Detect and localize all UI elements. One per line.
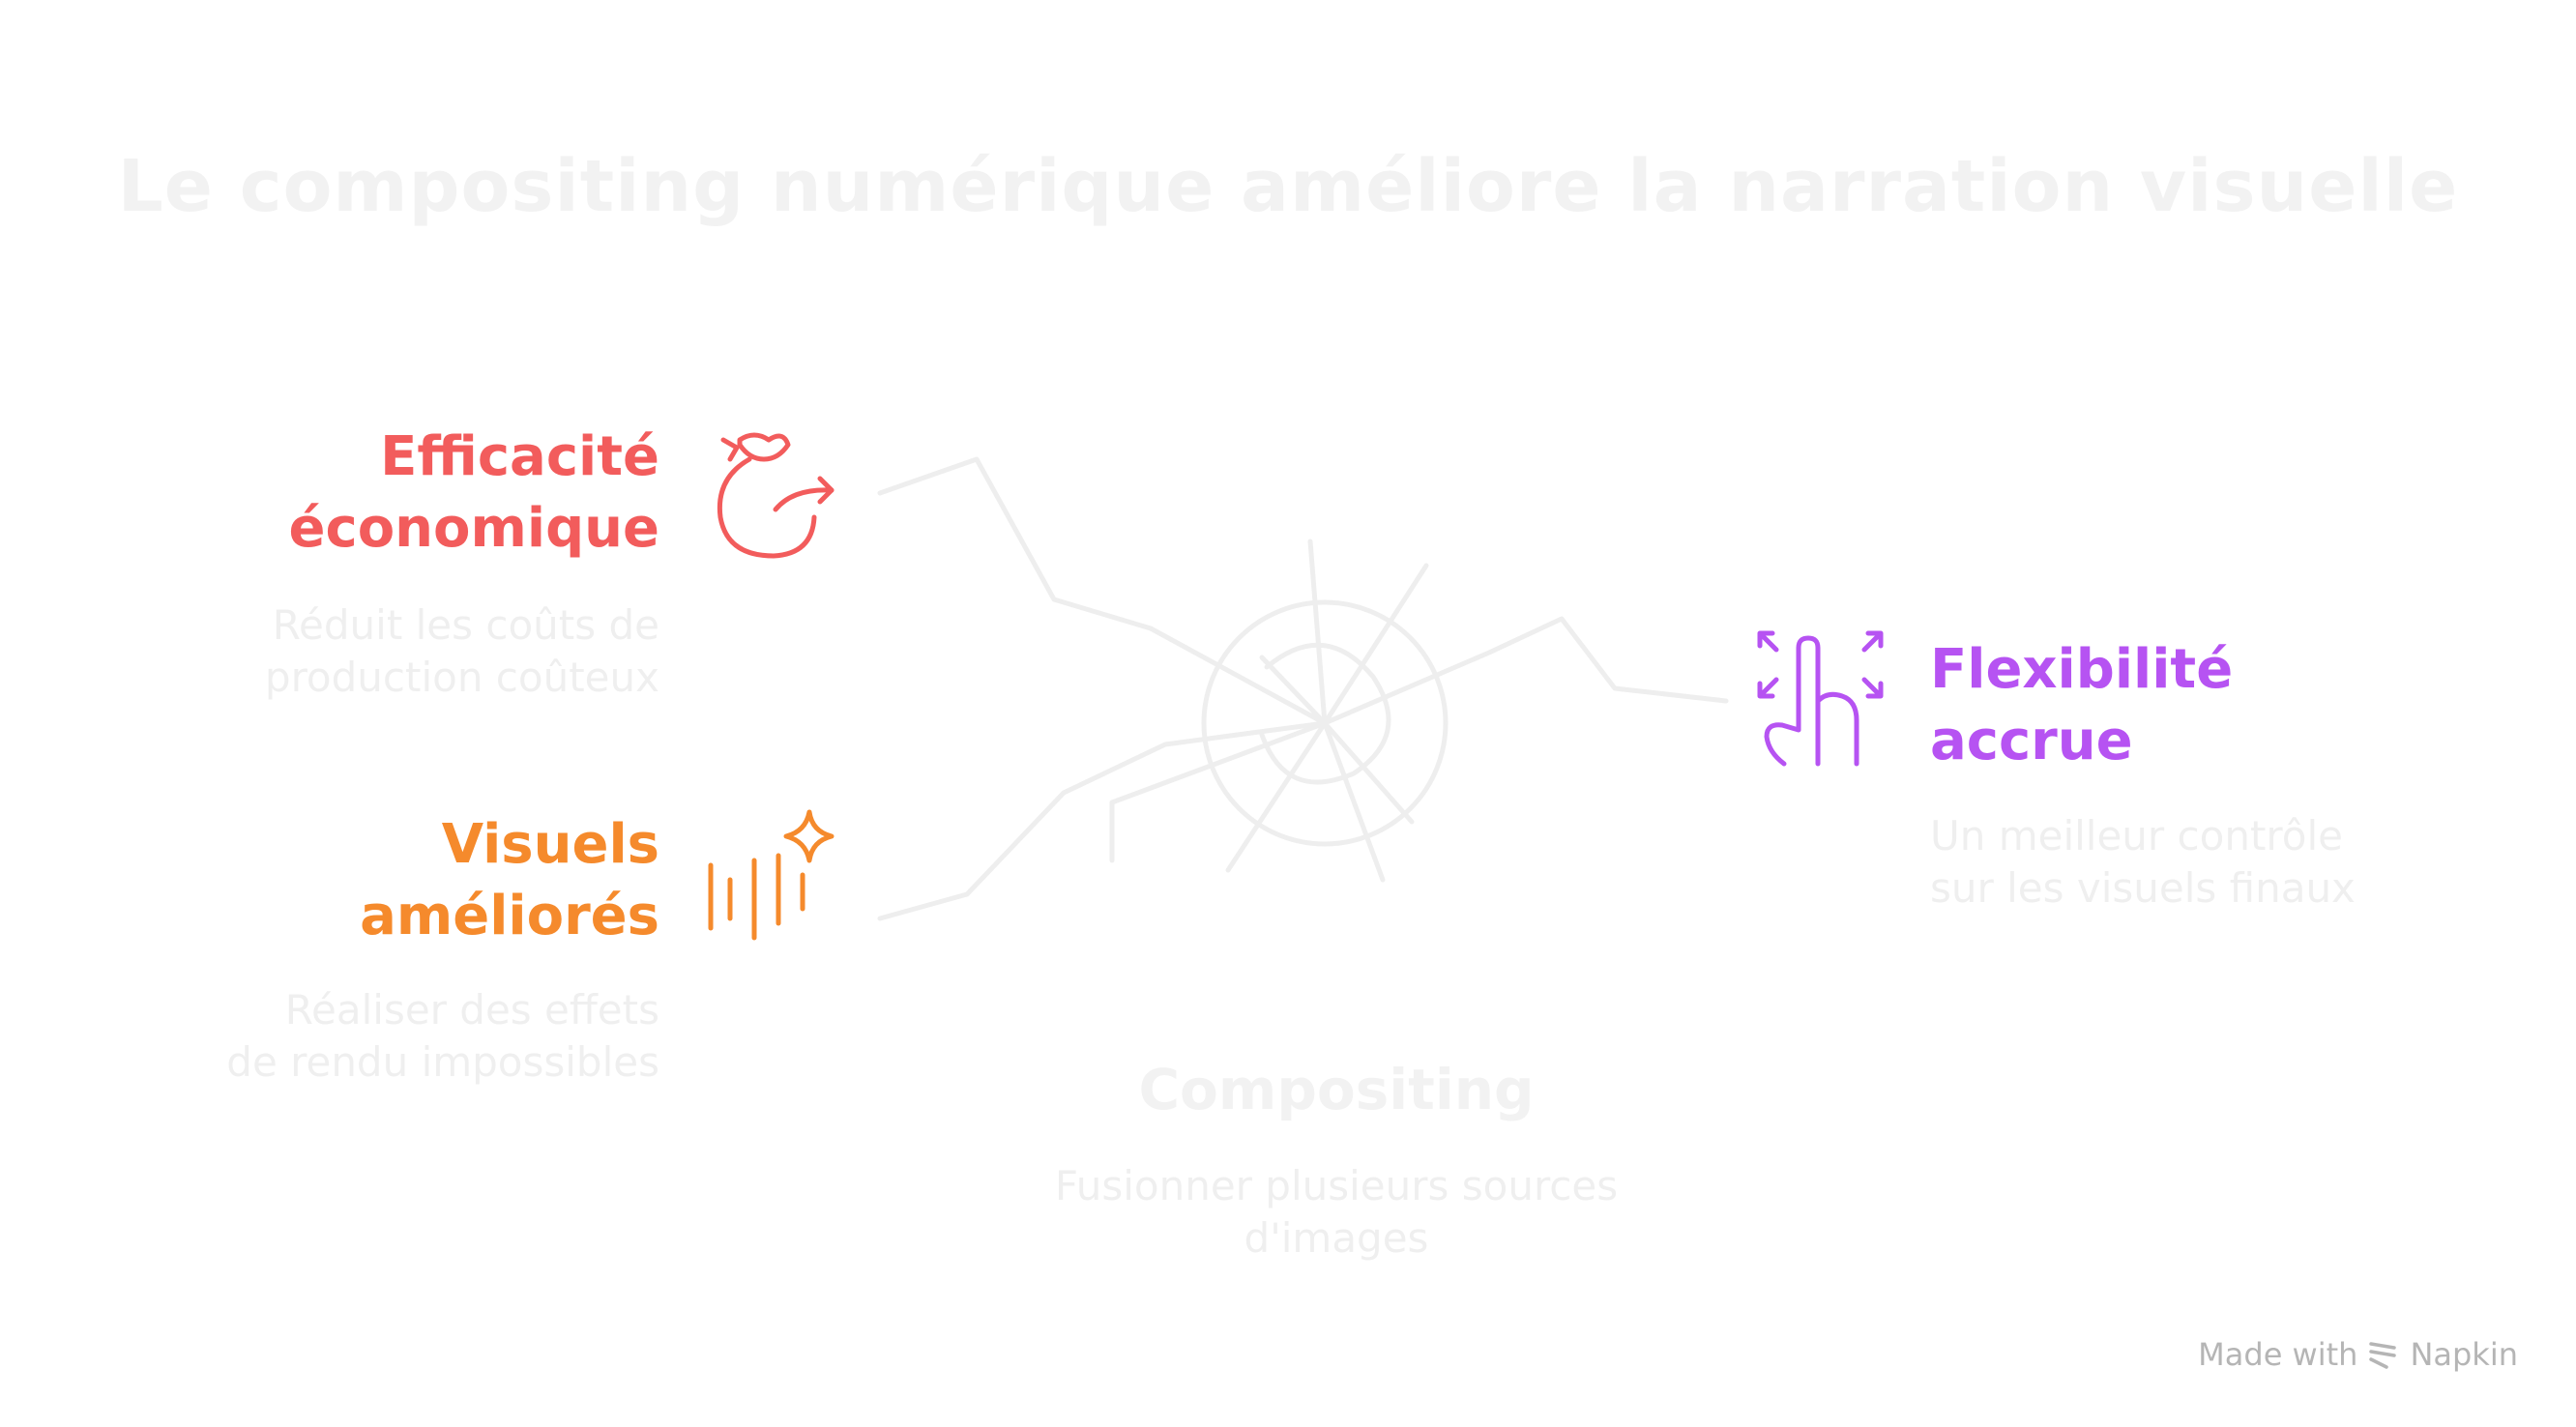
spoke-2: [1322, 563, 1429, 726]
visuels-heading-line2: améliorés: [360, 885, 659, 947]
sparkle-bars-icon: [708, 809, 834, 941]
flexibilite-heading: Flexibilité accrue: [1930, 634, 2414, 777]
efficacite-heading-line2: économique: [288, 497, 659, 560]
flexibilite-description-line1: Un meilleur contrôle: [1930, 812, 2343, 859]
compositing-heading: Compositing: [1138, 1057, 1535, 1122]
spoke-4: [1322, 720, 1386, 883]
efficacite-description-line2: production coûteux: [264, 654, 659, 701]
visuels-heading: Visuels améliorés: [242, 809, 659, 952]
visuels-description-line1: Réaliser des effets: [284, 986, 659, 1034]
spoke-6: [1322, 720, 1415, 825]
pinch-expand-icon: [1757, 630, 1884, 767]
flexibilite-description: Un meilleur contrôle sur les visuels fin…: [1930, 810, 2433, 915]
page-title: Le compositing numérique améliore la nar…: [117, 145, 2459, 228]
money-bag-icon: [717, 432, 834, 559]
napkin-watermark[interactable]: Made with Napkin: [2198, 1336, 2518, 1373]
spoke-1: [1307, 539, 1328, 726]
watermark-brand: Napkin: [2410, 1336, 2518, 1373]
visuels-heading-line1: Visuels: [441, 813, 659, 876]
visuels-description-line2: de rendu impossibles: [226, 1038, 659, 1086]
flexibilite-description-line2: sur les visuels finaux: [1930, 864, 2356, 912]
efficacite-description-line1: Réduit les coûts de: [272, 601, 659, 649]
spoke-3: [1225, 720, 1328, 873]
spoke-7: [1259, 655, 1328, 726]
watermark-made-with: Made with: [2198, 1336, 2358, 1373]
efficacite-description: Réduit les coûts de production coûteux: [193, 599, 659, 704]
compositing-description: Fusionner plusieurs sources d'images: [998, 1160, 1675, 1265]
efficacite-heading: Efficacité économique: [242, 422, 659, 565]
napkin-logo-icon: [2369, 1342, 2397, 1369]
spoke-5: [1109, 720, 1328, 863]
connector-efficacite: [877, 456, 1328, 726]
compositing-description-line1: Fusionner plusieurs sources: [1054, 1162, 1619, 1209]
wheel-inner-arc: [1259, 642, 1391, 785]
flexibilite-heading-line2: accrue: [1930, 710, 2133, 772]
visuels-description: Réaliser des effets de rendu impossibles: [174, 984, 659, 1089]
connector-visuels: [877, 720, 1328, 921]
flexibilite-heading-line1: Flexibilité: [1930, 638, 2234, 701]
efficacite-heading-line1: Efficacité: [380, 425, 659, 488]
compositing-description-line2: d'images: [1244, 1214, 1429, 1262]
wheel-outer: [1201, 599, 1449, 847]
